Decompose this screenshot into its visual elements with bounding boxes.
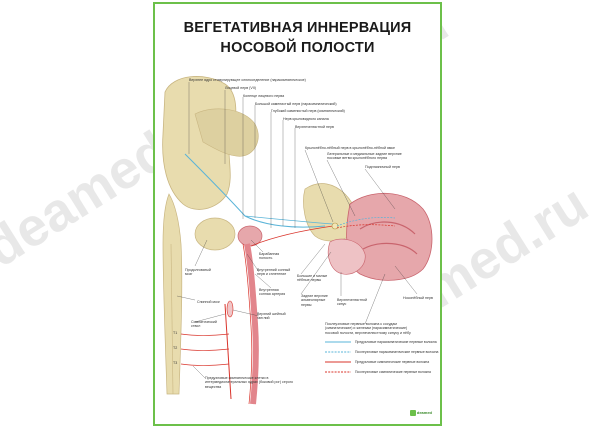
label-nasal-branches: Латеральные и медиальные задние верхние …: [327, 152, 402, 161]
spinal-t2-connection: [180, 348, 230, 351]
label-deep-petrosal: Глубокий каменистый нерв (симпатический): [271, 109, 345, 113]
sympathetic-trunk: [224, 303, 232, 400]
label-maxillary-nerve: Верхнечелюстной нерв: [295, 125, 334, 129]
legend-item-2: Послеузловые парасимпатические нервные в…: [355, 350, 439, 354]
label-sympathetic-trunk: Симпатический ствол: [191, 320, 217, 329]
logo-icon: [409, 410, 416, 416]
label-postganglionic: Послеузловые нервные волокна к сосудам (…: [325, 322, 411, 335]
label-preganglionic-cells: Предузловые симпатические клетки в интер…: [205, 376, 294, 389]
label-superior-salivatory-nucleus: Верхнее ядро стимулирующее слюноотделени…: [189, 78, 306, 82]
label-maxillary-sinus: Верхнечелюстной синус: [337, 298, 367, 307]
greater-petrosal-nerve: [244, 215, 334, 225]
vertebra: [194, 217, 236, 251]
label-superior-cervical-ganglion: Верхний шейный ганглий: [257, 312, 286, 321]
label-geniculate: Коленце лицевого нерва: [243, 94, 285, 98]
postganglionic-sym-fibers: [336, 224, 396, 229]
label-greater-petrosal: Большой каменистый нерв (парасимпатическ…: [255, 102, 337, 106]
publisher-logo: deamed: [409, 410, 432, 416]
postganglionic-fibers: [336, 217, 396, 227]
legend-item-4: Послеузловые симпатические нервные волок…: [355, 370, 431, 374]
label-t3: T3: [173, 361, 178, 365]
label-medulla: Продолговатый мозг: [185, 268, 211, 277]
label-pterygopalatine-nerve: Крылонёбно-нёбный нерв в крылонёбно-нёбн…: [305, 146, 396, 150]
label-spinal-cord: Спинной мозг: [197, 300, 220, 304]
legend-item-3: Предузловые симпатические нервные волокн…: [355, 360, 430, 364]
label-nasopalatine: Носонёбный нерв: [403, 296, 433, 300]
spinal-t1-connection: [180, 333, 230, 336]
poster-title: ВЕГЕТАТИВНАЯ ИННЕРВАЦИЯ НОСОВОЙ ПОЛОСТИ: [155, 18, 440, 58]
label-infraorbital-nerve: Подглазничный нерв: [365, 165, 400, 169]
spinal-cord: [170, 243, 174, 395]
nasal-conchae: [359, 221, 418, 255]
maxillary-sinus: [327, 238, 366, 275]
label-facial-nerve: Лицевой нерв (VII): [225, 86, 256, 90]
logo-text: deamed: [416, 410, 432, 416]
label-pterygoid-canal-nerve: Нерв крыловидного канала: [283, 117, 329, 121]
petrous-bone: [194, 108, 259, 157]
label-tympanic-cavity: Барабанная полость: [259, 252, 280, 261]
label-internal-carotid-artery: Внутренняя сонная артерия: [259, 288, 286, 297]
carotid-plexus: [242, 243, 253, 405]
pterygopalatine-ganglion: [331, 222, 339, 230]
anatomy-illustration: [162, 76, 433, 405]
leader-lines: [176, 82, 418, 379]
title-line-2: НОСОВОЙ ПОЛОСТИ: [220, 40, 375, 56]
spinal-t3-connection: [180, 363, 230, 366]
label-internal-carotid-nerve: Внутренний сонный нерв и сплетение: [257, 268, 291, 277]
label-t1: T1: [173, 331, 178, 335]
superior-cervical-ganglion: [226, 300, 234, 318]
title-line-1: ВЕГЕТАТИВНАЯ ИННЕРВАЦИЯ: [183, 20, 412, 36]
poster-frame: ВЕГЕТАТИВНАЯ ИННЕРВАЦИЯ НОСОВОЙ ПОЛОСТИ: [153, 2, 442, 426]
label-t2: T2: [173, 346, 178, 350]
label-palatine-nerves: Большие и малые нёбные нервы: [297, 274, 328, 283]
deep-petrosal-nerve: [250, 225, 334, 247]
legend-item-1: Предузловые парасимпатические нервные во…: [355, 340, 437, 344]
label-posterior-alveolar: Задние верхние альвеолярные нервы: [301, 294, 328, 307]
internal-carotid-artery: [244, 243, 259, 405]
